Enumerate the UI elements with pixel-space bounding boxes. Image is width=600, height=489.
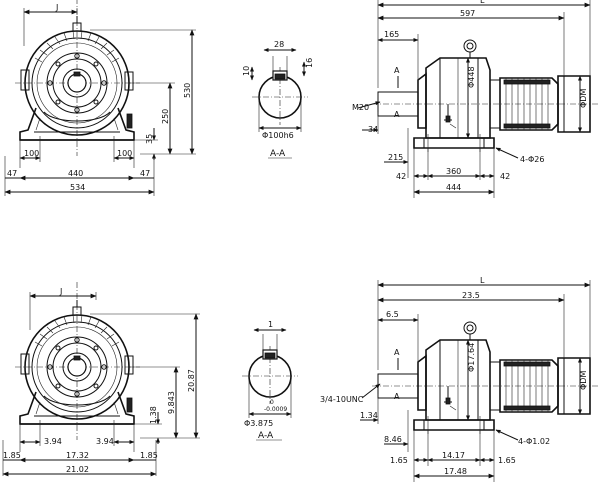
side-dim-a-length: 23.5 xyxy=(462,291,480,300)
front-dim-edge-right: 47 xyxy=(140,169,150,178)
front-dim-height-total: 530 xyxy=(183,83,192,98)
front-dim-width-total: 534 xyxy=(70,183,85,192)
side-dim-base-offset: 8.46 xyxy=(384,435,402,444)
section-label: A-A xyxy=(270,149,286,159)
side-dim-shaft-length: 165 xyxy=(384,30,399,39)
front-dim-j: J xyxy=(59,287,62,296)
side-dim-base-length: 444 xyxy=(446,183,461,192)
front-dim-height-total: 20.87 xyxy=(187,369,196,392)
section-dim-key-width: 1 xyxy=(268,320,273,329)
side-dim-l: L xyxy=(480,0,485,5)
front-dim-j: J xyxy=(55,3,58,12)
side-dim-foot-left: 1.65 xyxy=(390,456,408,465)
side-dim-flange-diameter: Φ448 xyxy=(467,66,476,88)
imperial-section-view: 1 Φ3.875 0 -0.0009 A-A xyxy=(241,320,299,441)
section-tol-lower: -0.0009 xyxy=(264,406,287,413)
side-dim-shaft-length: 6.5 xyxy=(386,310,399,319)
front-dim-height-shaft: 250 xyxy=(161,109,170,124)
front-dim-bolt-left: 100 xyxy=(24,149,39,158)
side-section-mark-top: A xyxy=(394,66,400,75)
front-dim-base-height: 35 xyxy=(145,134,154,144)
front-dim-width-inner: 440 xyxy=(68,169,83,178)
section-dim-diameter: Φ3.875 xyxy=(244,419,273,428)
side-dim-shaft-offset: 1.34 xyxy=(360,411,378,420)
front-dim-width-total: 21.02 xyxy=(66,465,89,474)
front-dim-height-shaft: 9.843 xyxy=(167,391,176,414)
metric-side-view: L 597 165 Φ448 ΦDM A A M20 34 215 4-Φ26 xyxy=(352,0,600,198)
side-hole-spec: 4-Φ1.02 xyxy=(518,437,550,446)
front-dim-edge-left: 1.85 xyxy=(3,451,21,460)
side-dim-foot-left: 42 xyxy=(396,172,406,181)
section-dim-key-depth: 16 xyxy=(305,58,314,68)
side-dim-hole-span: 360 xyxy=(446,167,461,176)
side-dim-flange-diameter: Φ17.64 xyxy=(467,343,476,372)
side-section-mark-top: A xyxy=(394,348,400,357)
section-dim-key-width: 28 xyxy=(274,40,284,49)
side-dim-hole-span: 14.17 xyxy=(442,451,465,460)
front-dim-width-inner: 17.32 xyxy=(66,451,89,460)
side-hole-spec: 4-Φ26 xyxy=(520,155,544,164)
metric-front-view: J 530 250 35 100 100 440 47 47 xyxy=(4,0,196,196)
side-dim-foot-right: 1.65 xyxy=(498,456,516,465)
side-thread-spec: M20 xyxy=(352,103,369,112)
front-dim-bolt-right: 100 xyxy=(117,149,132,158)
side-dim-base-length: 17.48 xyxy=(444,467,467,476)
front-dim-bolt-right: 3.94 xyxy=(96,437,114,446)
side-dim-motor-diameter: ΦDM xyxy=(579,89,588,108)
side-dim-l: L xyxy=(480,276,485,285)
side-dim-motor-diameter: ΦDM xyxy=(579,371,588,390)
section-dim-diameter: Φ100h6 xyxy=(262,131,294,140)
front-dim-edge-left: 47 xyxy=(7,169,17,178)
imperial-side-view: L 23.5 6.5 Φ17.64 ΦDM A A 3/4-10UNC 1.34… xyxy=(320,276,600,482)
section-dim-key-height: 10 xyxy=(242,66,251,76)
side-dim-shaft-offset: 34 xyxy=(368,125,378,134)
side-thread-spec: 3/4-10UNC xyxy=(320,395,364,404)
side-dim-base-offset: 215 xyxy=(388,153,403,162)
side-dim-foot-right: 42 xyxy=(500,172,510,181)
imperial-front-view: J 20.87 9.843 1.38 3.94 3.94 17.32 1.85 … xyxy=(2,281,200,477)
front-dim-edge-right: 1.85 xyxy=(140,451,158,460)
section-tol-upper: 0 xyxy=(270,399,274,406)
side-dim-a-length: 597 xyxy=(460,9,475,18)
front-dim-bolt-left: 3.94 xyxy=(44,437,62,446)
side-section-mark-bottom: A xyxy=(394,110,400,119)
metric-section-view: 28 10 16 Φ100h6 A-A xyxy=(242,40,314,159)
section-label: A-A xyxy=(258,431,274,441)
front-dim-base-height: 1.38 xyxy=(149,406,158,424)
side-section-mark-bottom: A xyxy=(394,392,400,401)
